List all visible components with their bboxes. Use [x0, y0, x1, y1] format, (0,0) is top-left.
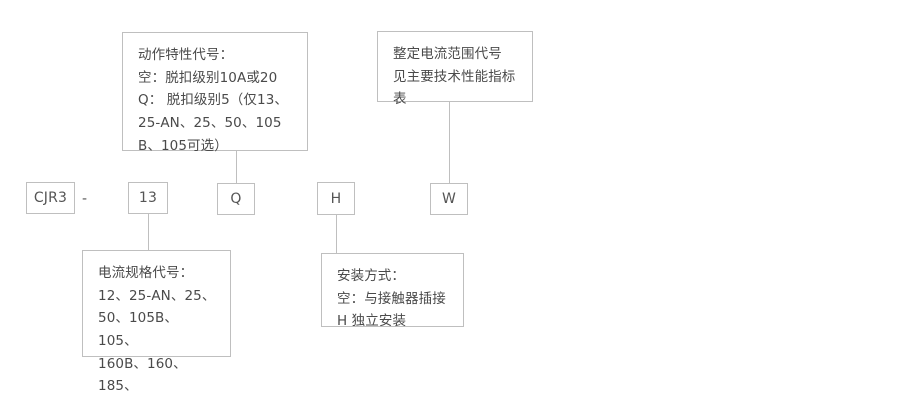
code-box-action-characteristic: Q — [217, 183, 255, 215]
note-mounting-method: 安装方式： 空：与接触器插接 H 独立安装 — [321, 253, 464, 329]
connector-action-to-q — [236, 151, 237, 183]
code-box-current-spec: 13 — [128, 182, 168, 214]
code-box-series: CJR3 — [26, 182, 75, 214]
note-setting-current-range: 整定电流范围代号 见主要技术性能指标表 — [377, 31, 533, 107]
connector-range-to-w — [449, 102, 450, 183]
note-current-spec: 电流规格代号： 12、25-AN、25、 50、105B、105、 160B、1… — [82, 250, 231, 394]
code-box-mounting-method: H — [317, 182, 355, 215]
separator-dash: - — [82, 191, 88, 207]
note-action-characteristic: 动作特性代号： 空：脱扣级别10A或20 Q： 脱扣级别5（仅13、 25-AN… — [122, 32, 308, 154]
connector-h-to-mount — [336, 215, 337, 253]
code-box-setting-range: W — [430, 183, 468, 215]
connector-13-to-spec — [148, 214, 149, 250]
